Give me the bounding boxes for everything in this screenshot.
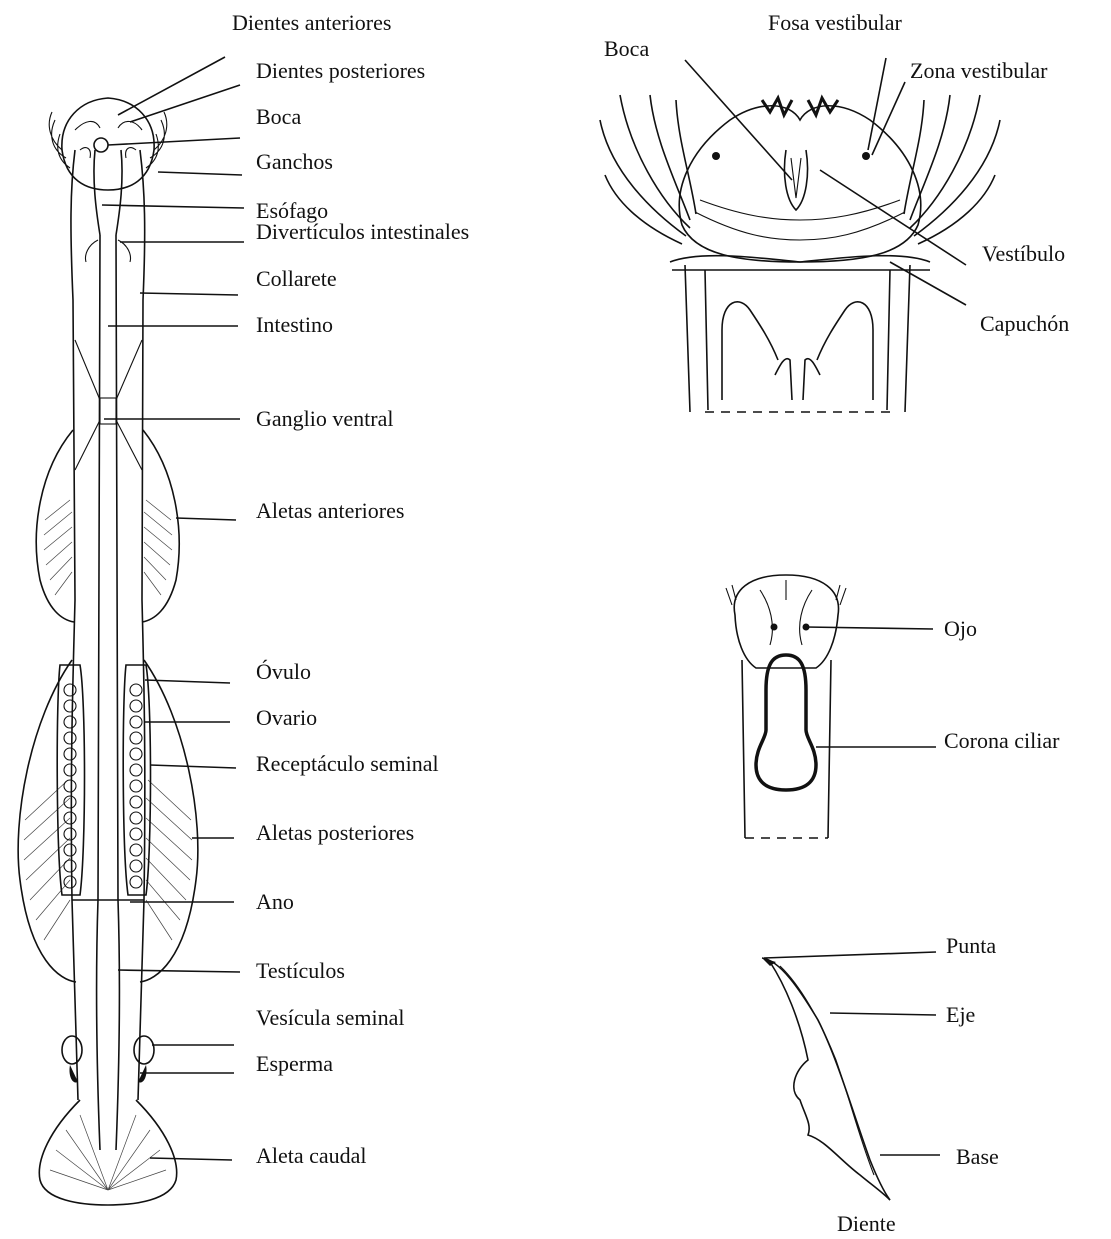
main-body-figure xyxy=(18,98,198,1205)
label-aleta-caudal: Aleta caudal xyxy=(256,1143,367,1168)
label-diverticulos: Divertículos intestinales xyxy=(256,219,469,244)
label-ovario: Ovario xyxy=(256,705,317,730)
label-punta: Punta xyxy=(946,933,996,958)
label-boca-main: Boca xyxy=(256,104,301,129)
head-labels: Fosa vestibular Boca Zona vestibular Ves… xyxy=(604,10,1069,336)
tooth-figure xyxy=(762,958,890,1200)
tooth-labels: Punta Eje Base Diente xyxy=(837,933,999,1236)
label-dientes-anteriores: Dientes anteriores xyxy=(232,10,391,35)
label-ganchos: Ganchos xyxy=(256,149,333,174)
label-dientes-posteriores: Dientes posteriores xyxy=(256,58,425,83)
label-collarete: Collarete xyxy=(256,266,337,291)
label-receptaculo-seminal: Receptáculo seminal xyxy=(256,751,439,776)
label-eje: Eje xyxy=(946,1002,975,1027)
main-labels: Dientes anteriores Dientes posteriores B… xyxy=(232,10,469,1168)
label-ano: Ano xyxy=(256,889,294,914)
label-vesicula-seminal: Vesícula seminal xyxy=(256,1005,404,1030)
head-leader-lines xyxy=(685,58,966,305)
main-leader-lines xyxy=(102,57,244,1160)
label-corona-ciliar: Corona ciliar xyxy=(944,728,1060,753)
dorsal-leader-lines xyxy=(806,627,936,747)
label-aletas-posteriores: Aletas posteriores xyxy=(256,820,414,845)
label-capuchon: Capuchón xyxy=(980,311,1069,336)
label-testiculos: Testículos xyxy=(256,958,345,983)
label-fosa-vestibular: Fosa vestibular xyxy=(768,10,902,35)
tooth-leader-lines xyxy=(764,952,940,1155)
dorsal-labels: Ojo Corona ciliar xyxy=(944,616,1060,753)
label-vestibulo: Vestíbulo xyxy=(982,241,1065,266)
label-ganglio-ventral: Ganglio ventral xyxy=(256,406,393,431)
label-ovulo: Óvulo xyxy=(256,659,311,684)
label-aletas-anteriores: Aletas anteriores xyxy=(256,498,404,523)
label-zona-vestibular: Zona vestibular xyxy=(910,58,1048,83)
head-detail-figure xyxy=(600,95,1000,412)
label-esperma: Esperma xyxy=(256,1051,333,1076)
label-base: Base xyxy=(956,1144,999,1169)
dorsal-head-figure xyxy=(726,575,846,838)
label-intestino: Intestino xyxy=(256,312,333,337)
label-diente: Diente xyxy=(837,1211,896,1236)
label-ojo: Ojo xyxy=(944,616,977,641)
label-boca-head: Boca xyxy=(604,36,649,61)
